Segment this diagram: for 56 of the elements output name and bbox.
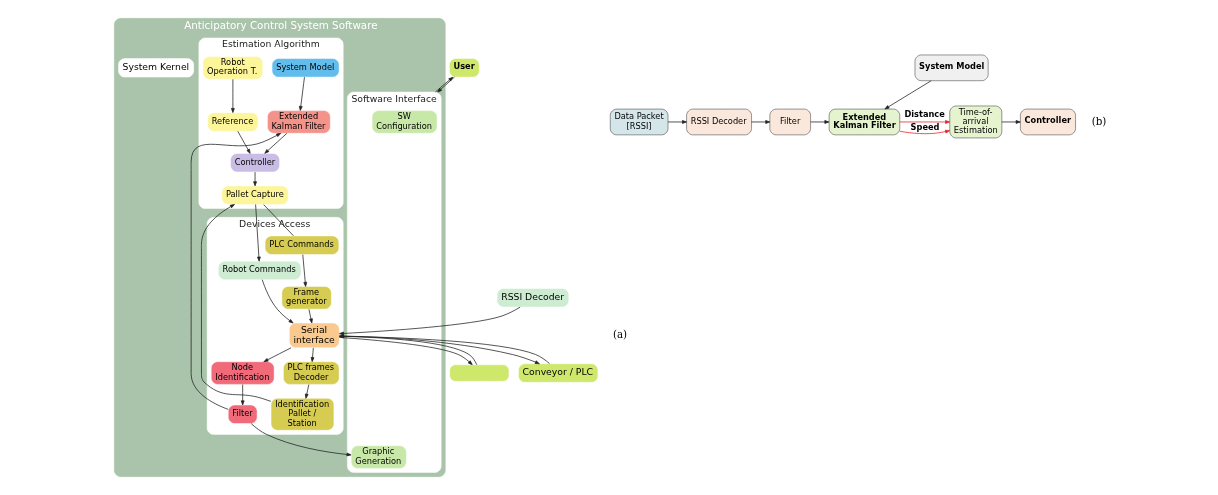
node-box: Controller xyxy=(1019,108,1076,136)
node-box: User xyxy=(448,58,480,78)
arrow xyxy=(252,171,257,187)
node-box: System Model xyxy=(271,58,339,78)
node-box: Serial interface xyxy=(288,322,340,349)
node-box: Data Packet [RSSI] xyxy=(609,108,668,136)
arrow xyxy=(298,76,305,111)
arrow xyxy=(667,120,687,124)
node-box: Extended Kalman Filter xyxy=(828,108,900,136)
arrow xyxy=(261,279,293,324)
label: (b) xyxy=(1091,114,1106,127)
arrow xyxy=(230,78,235,113)
node-box: Extended Kalman Filter xyxy=(266,110,331,134)
edge-label: Distance xyxy=(903,109,945,120)
label: (a) xyxy=(612,327,627,340)
arrow xyxy=(254,204,261,262)
node-box: Pallet Capture xyxy=(221,185,289,205)
node-box: Robot Commands xyxy=(217,260,301,280)
connector xyxy=(262,204,294,237)
node-box: System Kernel xyxy=(117,58,194,78)
node-box: PLC frames Decoder xyxy=(282,361,339,385)
arrow xyxy=(250,423,351,457)
node-box: Conveyor / PLC xyxy=(517,363,598,383)
arrow xyxy=(338,306,520,336)
arrow xyxy=(263,347,291,363)
node-box: Identification Pallet / Station xyxy=(270,398,334,431)
arrow xyxy=(1001,120,1021,124)
arrow xyxy=(301,254,307,287)
node-box: Node Identification xyxy=(210,361,274,385)
node-box: Time-of-arrival Estimation xyxy=(949,105,1002,139)
node-box: Filter xyxy=(227,404,257,424)
arrow xyxy=(884,80,932,110)
node-box: RSSI Decoder xyxy=(685,108,752,136)
node-box: Controller xyxy=(229,153,280,173)
node-box: Filter xyxy=(769,108,811,136)
edge-label: Speed xyxy=(910,121,939,132)
arrow xyxy=(236,130,251,154)
arrow xyxy=(304,384,309,399)
node-box: Frame generator xyxy=(281,286,332,310)
node-box: Reference xyxy=(206,112,258,132)
node-box: PLC Commands xyxy=(264,235,339,255)
node-box: SW Configuration xyxy=(371,110,437,134)
node-box xyxy=(448,364,509,382)
node-box: RSSI Decoder xyxy=(496,288,569,308)
arrow xyxy=(898,120,950,124)
node-box: Robot Operation T. xyxy=(202,56,263,80)
node-box: System Model xyxy=(914,54,988,81)
arrow xyxy=(899,129,950,135)
arrow xyxy=(200,204,271,402)
arrow xyxy=(310,347,314,362)
arrow xyxy=(240,384,244,406)
arrow xyxy=(308,308,313,324)
node-box: Graphic Generation xyxy=(350,445,407,469)
arrow xyxy=(809,120,829,124)
arrow xyxy=(750,120,770,124)
arrow xyxy=(263,132,287,154)
